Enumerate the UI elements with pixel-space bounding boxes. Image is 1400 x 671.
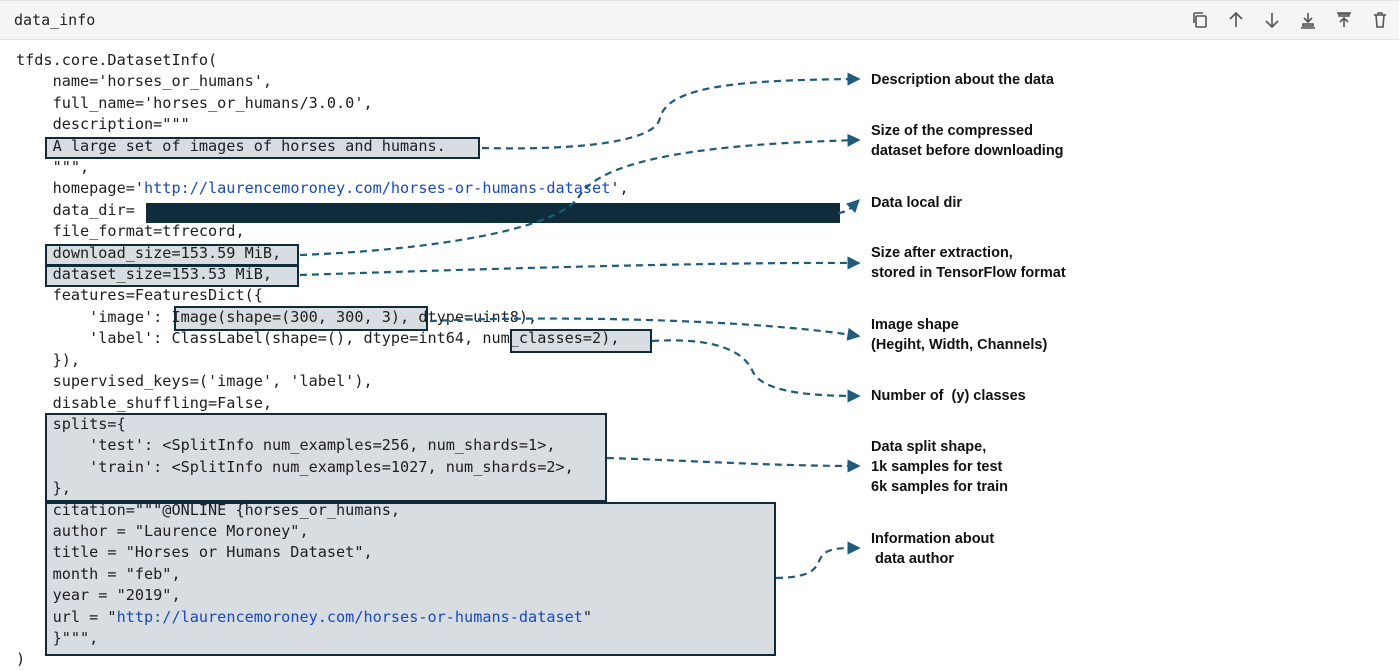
code-line: data_dir=: [16, 200, 135, 219]
cell-name: data_info: [14, 11, 96, 29]
code-line: """,: [16, 158, 90, 177]
code-line: ',: [610, 179, 629, 198]
insert-above-button[interactable]: [1333, 9, 1355, 31]
code-line: name='horses_or_humans',: [16, 72, 273, 91]
code-line-download-size: download_size=153.59 MiB,: [16, 243, 282, 262]
splits-highlight: [45, 413, 607, 502]
arrow-down-icon: [1265, 13, 1279, 29]
move-down-button[interactable]: [1261, 9, 1283, 31]
code-line: splits={: [16, 414, 126, 433]
code-line: citation="""@ONLINE {horses_or_humans,: [16, 500, 401, 519]
code-line: ): [16, 650, 26, 669]
annotation-description: Description about the data: [871, 72, 1054, 88]
arrow-image-shape: [429, 317, 861, 341]
image-shape-highlight: [174, 306, 428, 331]
arrow-author: [775, 541, 861, 580]
arrow-up-icon: [1229, 11, 1243, 27]
move-up-button[interactable]: [1225, 9, 1247, 31]
code-line-image: 'image': Image(shape=(300, 300, 3), dtyp…: [16, 307, 538, 326]
annotation-download-size: Size of the compressed dataset before do…: [871, 123, 1064, 159]
code-line: year = "2019",: [16, 586, 181, 605]
code-line: disable_shuffling=False,: [16, 393, 273, 412]
code-line: author = "Laurence Moroney",: [16, 521, 309, 540]
code-line-dataset-size: dataset_size=153.53 MiB,: [16, 265, 273, 284]
code-line: features=FeaturesDict({: [16, 286, 263, 305]
arrow-splits: [606, 456, 861, 473]
annotation-data-dir: Data local dir: [871, 195, 963, 211]
copy-icon: [1193, 12, 1207, 28]
cell-header: data_info: [0, 0, 1399, 40]
dataset-size-highlight: [45, 265, 299, 287]
code-line: month = "feb",: [16, 564, 181, 583]
redacted-data-dir: [146, 203, 840, 223]
code-line-description: A large set of images of horses and huma…: [16, 136, 446, 155]
code-line: tfds.core.DatasetInfo(: [16, 51, 218, 69]
annotation-author: Information about data author: [871, 531, 995, 567]
delete-cell-button[interactable]: [1369, 9, 1391, 31]
description-highlight: [45, 137, 480, 159]
arrow-data-dir: [837, 199, 860, 215]
code-line: homepage=': [16, 179, 145, 198]
code-output: tfds.core.DatasetInfo( name='horses_or_h…: [16, 50, 629, 671]
code-line-train-split: 'train': <SplitInfo num_examples=1027, n…: [16, 457, 574, 476]
code-line: }),: [16, 350, 81, 369]
code-line: title = "Horses or Humans Dataset",: [16, 543, 373, 562]
annotation-splits: Data split shape, 1k samples for test 6k…: [871, 439, 1008, 495]
code-line-test-split: 'test': <SplitInfo num_examples=256, num…: [16, 436, 556, 455]
code-line: ": [582, 607, 593, 626]
insert-below-icon: [1301, 13, 1315, 29]
arrow-num-classes: [651, 339, 861, 403]
code-line: url = ": [16, 607, 117, 626]
homepage-link[interactable]: http://laurencemoroney.com/horses-or-hum…: [144, 179, 611, 198]
annotation-num-classes: Number of (y) classes: [871, 388, 1026, 404]
code-line: },: [16, 479, 71, 498]
trash-icon: [1374, 12, 1386, 28]
citation-highlight: [45, 502, 776, 656]
arrow-description: [481, 72, 861, 150]
annotation-image-shape: Image shape (Hegiht, Width, Channels): [871, 317, 1048, 353]
code-line-label: 'label': ClassLabel(shape=(), dtype=int6…: [16, 329, 620, 348]
copy-cell-button[interactable]: [1189, 9, 1211, 31]
insert-below-button[interactable]: [1297, 9, 1319, 31]
code-line: description=""": [16, 115, 190, 134]
insert-above-icon: [1337, 12, 1351, 27]
arrow-dataset-size: [299, 256, 861, 277]
code-line: full_name='horses_or_humans/3.0.0',: [16, 93, 373, 112]
code-line: supervised_keys=('image', 'label'),: [16, 372, 373, 391]
arrow-download-size: [299, 133, 861, 257]
citation-url-link[interactable]: http://laurencemoroney.com/horses-or-hum…: [116, 607, 583, 626]
annotation-dataset-size: Size after extraction, stored in TensorF…: [871, 245, 1066, 281]
num-classes-highlight: [510, 329, 652, 353]
code-line: file_format=tfrecord,: [16, 222, 245, 241]
code-line: }""",: [16, 628, 99, 647]
